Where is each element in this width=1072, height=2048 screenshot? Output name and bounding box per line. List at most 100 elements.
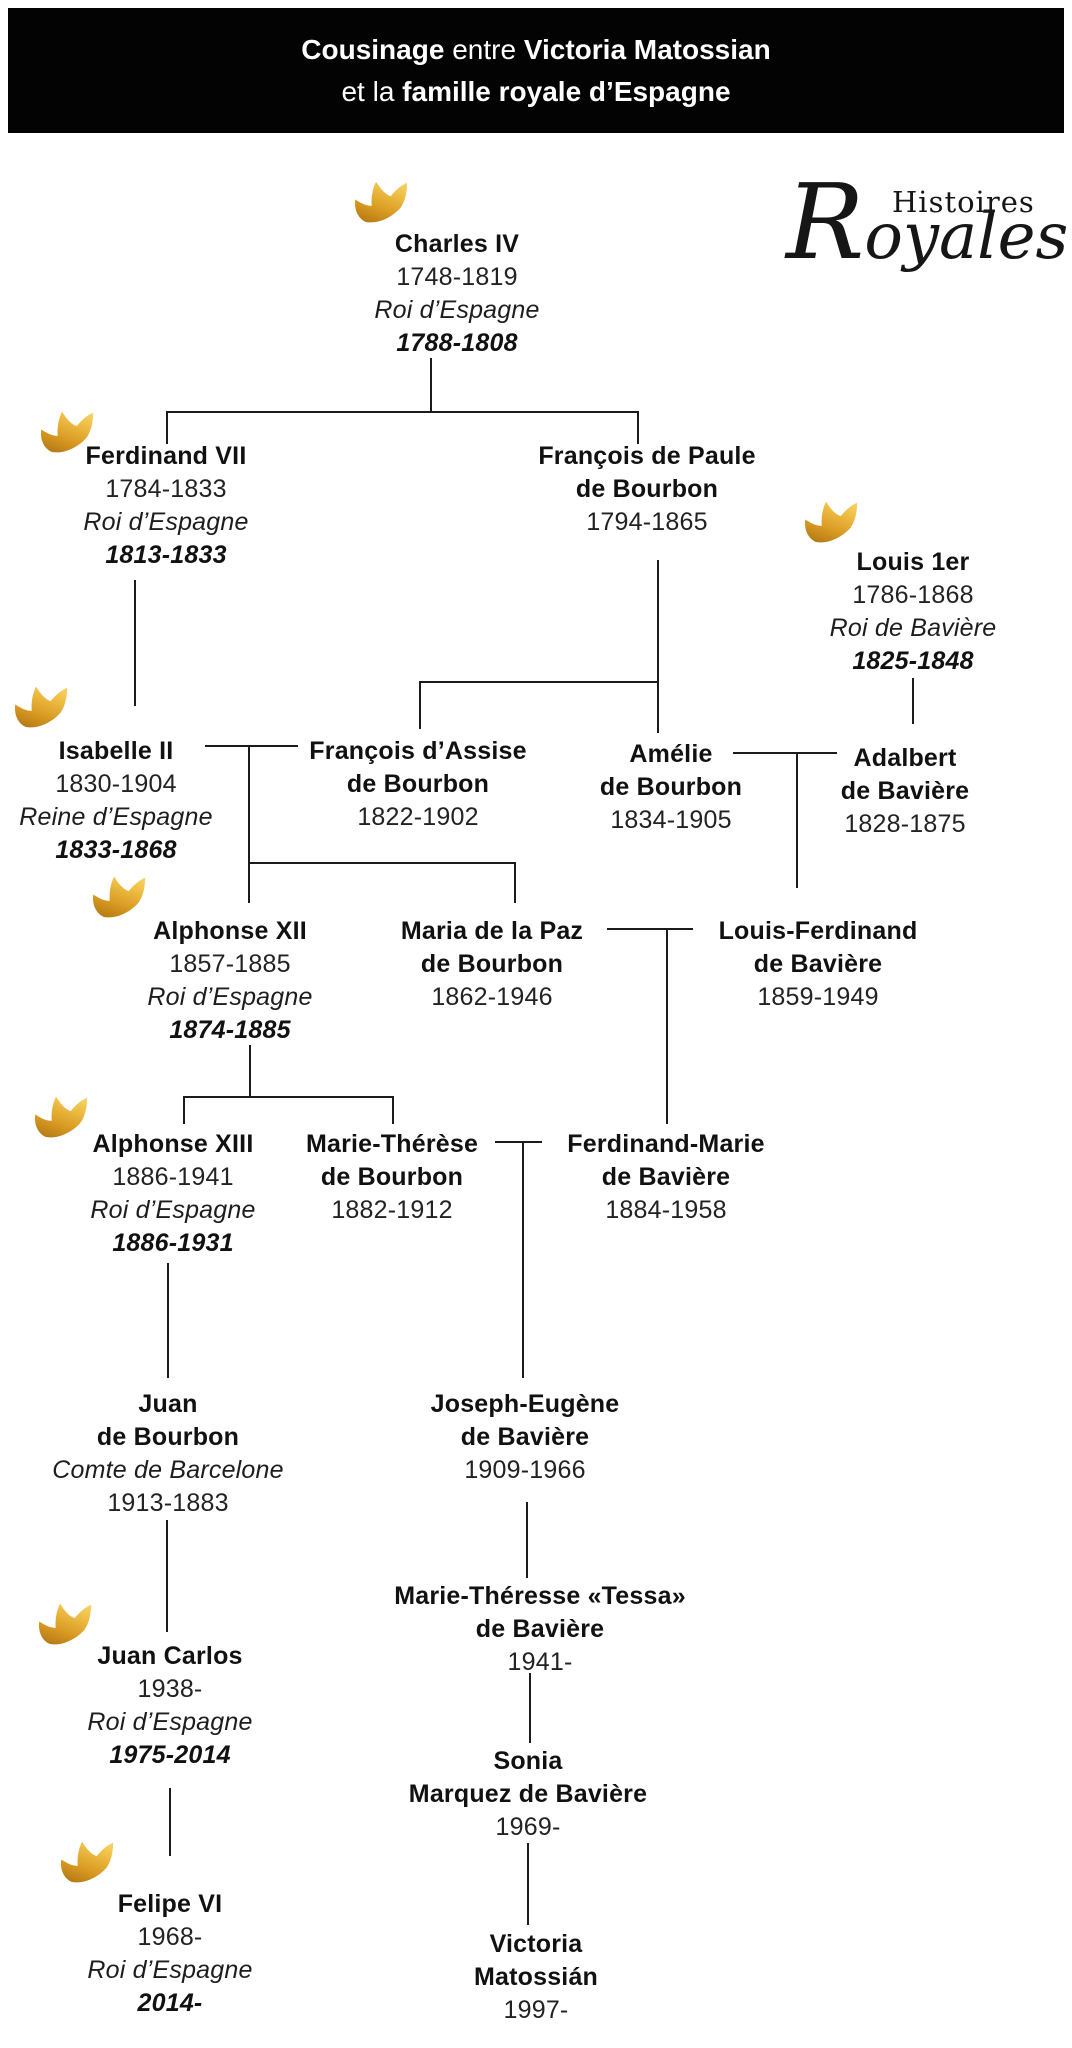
person-name: Juan Carlos xyxy=(97,1642,243,1670)
person-victoria-matossian: Victoria Matossián 1997- xyxy=(474,1928,598,2027)
person-dates: 1786-1868 xyxy=(852,581,974,609)
person-dates: 1938- xyxy=(137,1675,203,1703)
histoires-royales-logo: Histoires Royales xyxy=(770,148,1068,288)
connector-francois-de-paule-down xyxy=(657,560,659,683)
connector-joseph-to-tessa xyxy=(526,1502,528,1578)
person-marie-therese: Marie-Thérèse de Bourbon 1882-1912 xyxy=(306,1128,478,1227)
person-juan-carlos: Juan Carlos 1938- Roi d’Espagne 1975-201… xyxy=(87,1640,252,1772)
connector-alphonse13-mt-branch xyxy=(183,1096,393,1098)
logo-word-royales: Royales xyxy=(786,161,1069,283)
person-dates: 1997- xyxy=(503,1996,569,2024)
connector-to-alphonse13 xyxy=(183,1096,185,1124)
person-amelie: Amélie de Bourbon 1834-1905 xyxy=(600,738,742,837)
title-bold-victoria: Victoria Matossian xyxy=(523,33,771,65)
connector-to-joseph-eugene xyxy=(522,1141,524,1378)
person-name: Louis-Ferdinand xyxy=(718,917,918,945)
person-name-2: de Bavière xyxy=(601,1163,731,1191)
connector-to-ferdinand-marie xyxy=(666,928,668,1124)
person-dates: 1857-1885 xyxy=(169,950,291,978)
person-dates: 1913-1883 xyxy=(107,1489,229,1517)
title-bold-famille: famille royale d’Espagne xyxy=(402,75,731,107)
person-reign: 1975-2014 xyxy=(109,1741,231,1769)
person-dates: 1909-1966 xyxy=(464,1456,586,1484)
person-name: Marie-Théresse «Tessa» xyxy=(394,1582,686,1610)
person-name: Adalbert xyxy=(853,744,957,772)
person-dates: 1969- xyxy=(495,1813,561,1841)
person-name-2: de Bavière xyxy=(753,950,883,978)
person-reign: 1833-1868 xyxy=(55,836,177,864)
connector-to-louis-ferdinand xyxy=(796,752,798,888)
title-regular-etla: et la xyxy=(341,75,403,107)
person-name: Juan xyxy=(138,1390,198,1418)
person-ferdinand-vii: Ferdinand VII 1784-1833 Roi d’Espagne 18… xyxy=(83,440,248,572)
person-name: Charles IV xyxy=(394,230,520,258)
connector-fdp-children-branch xyxy=(419,681,659,683)
person-title: Roi d’Espagne xyxy=(87,1956,253,1984)
person-dates: 1882-1912 xyxy=(331,1196,453,1224)
title-line-1: Cousinage entre Victoria Matossian xyxy=(301,29,770,71)
person-name: Ferdinand-Marie xyxy=(567,1130,765,1158)
person-reign: 1825-1848 xyxy=(852,647,974,675)
person-reign: 1886-1931 xyxy=(112,1229,234,1257)
person-juan-de-bourbon: Juan de Bourbon Comte de Barcelone 1913-… xyxy=(52,1388,284,1520)
person-name-2: de Bourbon xyxy=(599,773,743,801)
person-dates: 1828-1875 xyxy=(844,810,966,838)
title-regular-entre: entre xyxy=(444,33,524,65)
person-reign: 1813-1833 xyxy=(105,541,227,569)
connector-to-maria-de-la-paz xyxy=(514,862,516,903)
person-francois-de-paule: François de Paule de Bourbon 1794-1865 xyxy=(538,440,755,539)
person-name-2: de Bavière xyxy=(840,777,970,805)
person-louis-1er: Louis 1er 1786-1868 Roi de Bavière 1825-… xyxy=(830,546,997,678)
crown-icon-felipe-vi xyxy=(53,1829,127,1891)
connector-louis1er-to-adalbert xyxy=(912,678,914,724)
person-adalbert: Adalbert de Bavière 1828-1875 xyxy=(841,742,969,841)
person-name: Marie-Thérèse xyxy=(305,1130,479,1158)
connector-to-marie-therese xyxy=(392,1096,394,1124)
person-louis-ferdinand: Louis-Ferdinand de Bavière 1859-1949 xyxy=(719,915,918,1014)
person-dates: 1830-1904 xyxy=(55,770,177,798)
person-charles-iv: Charles IV 1748-1819 Roi d’Espagne 1788-… xyxy=(374,228,539,360)
person-dates: 1941- xyxy=(507,1648,573,1676)
connector-alphonse12-down xyxy=(249,1045,251,1097)
connector-sonia-to-victoria xyxy=(527,1843,529,1925)
title-line-2: et la famille royale d’Espagne xyxy=(341,71,730,113)
title-bold-cousinage: Cousinage xyxy=(301,33,445,65)
person-name: Victoria xyxy=(489,1930,583,1958)
person-name: Joseph-Eugène xyxy=(430,1390,620,1418)
title-banner: Cousinage entre Victoria Matossian et la… xyxy=(8,8,1064,133)
person-felipe-vi: Felipe VI 1968- Roi d’Espagne 2014- xyxy=(87,1888,252,2020)
person-title: Roi de Bavière xyxy=(829,614,997,642)
person-name-2: de Bavière xyxy=(460,1423,590,1451)
person-dates: 1968- xyxy=(137,1923,203,1951)
person-dates: 1794-1865 xyxy=(586,508,708,536)
connector-ferdinand-to-isabelle xyxy=(134,580,136,706)
person-name: Louis 1er xyxy=(856,548,970,576)
marriage-amelie-adalbert xyxy=(733,752,837,754)
person-name: Alphonse XIII xyxy=(92,1130,254,1158)
connector-to-amelie xyxy=(657,681,659,733)
person-name-2: de Bourbon xyxy=(420,950,564,978)
person-name: François d’Assise xyxy=(309,737,527,765)
person-name: Felipe VI xyxy=(117,1890,223,1918)
person-name: Maria de la Paz xyxy=(400,917,584,945)
marriage-paz-louis-ferdinand xyxy=(607,928,693,930)
person-name: Sonia xyxy=(493,1747,563,1775)
person-name-2: Marquez de Bavière xyxy=(408,1780,648,1808)
person-alphonse-xii: Alphonse XII 1857-1885 Roi d’Espagne 187… xyxy=(147,915,312,1047)
person-name: Alphonse XII xyxy=(153,917,307,945)
person-ferdinand-marie: Ferdinand-Marie de Bavière 1884-1958 xyxy=(567,1128,764,1227)
person-title: Roi d’Espagne xyxy=(87,1708,253,1736)
connector-to-ferdinand-vii xyxy=(166,411,168,444)
person-alphonse-xiii: Alphonse XIII 1886-1941 Roi d’Espagne 18… xyxy=(90,1128,255,1260)
connector-charles-down xyxy=(430,358,432,412)
person-name: François de Paule xyxy=(538,442,756,470)
person-name: Ferdinand VII xyxy=(85,442,247,470)
connector-to-francois-dassise xyxy=(419,681,421,729)
person-title: Reine d’Espagne xyxy=(19,803,213,831)
marriage-isabelle-francois-dassise xyxy=(205,745,298,747)
person-title: Roi d’Espagne xyxy=(147,983,313,1011)
person-name-2: de Bourbon xyxy=(575,475,719,503)
person-dates: 1748-1819 xyxy=(396,263,518,291)
connector-isabelle-descendants xyxy=(248,745,250,903)
crown-icon-charles-iv xyxy=(347,169,421,231)
